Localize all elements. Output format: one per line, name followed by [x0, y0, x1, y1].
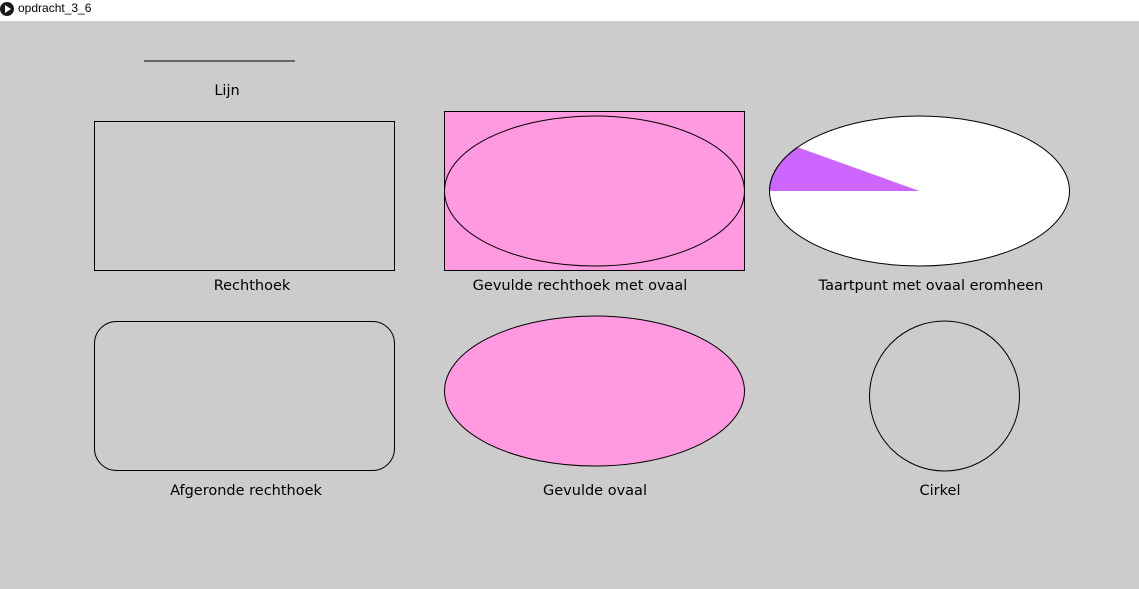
rounded-rectangle-label: Afgeronde rechthoek [170, 483, 322, 499]
window-titlebar: opdracht_3_6 [0, 0, 1139, 21]
filled-rectangle-oval-label: Gevulde rechthoek met ovaal [472, 278, 688, 294]
window-title: opdracht_3_6 [18, 1, 92, 15]
processing-run-icon [0, 2, 14, 16]
rectangle-label: Rechthoek [213, 278, 291, 294]
circle-shape [869, 320, 1020, 472]
pie-slice-shape [769, 147, 920, 191]
shapes-drawing [94, 60, 1070, 472]
line-label: Lijn [214, 83, 240, 99]
circle-label: Cirkel [919, 483, 961, 499]
rectangle-shape [94, 121, 395, 271]
filled-oval-shape [444, 315, 745, 467]
pie-slice-outline [769, 146, 798, 192]
rounded-rectangle-shape [94, 321, 395, 471]
inner-oval-shape [444, 115, 745, 267]
filled-oval-label: Gevulde ovaal [543, 483, 647, 499]
sketch-canvas: Lijn Rechthoek Gevulde rechthoek met ova… [0, 21, 1139, 585]
pie-slice-label: Taartpunt met ovaal eromheen [818, 278, 1044, 294]
